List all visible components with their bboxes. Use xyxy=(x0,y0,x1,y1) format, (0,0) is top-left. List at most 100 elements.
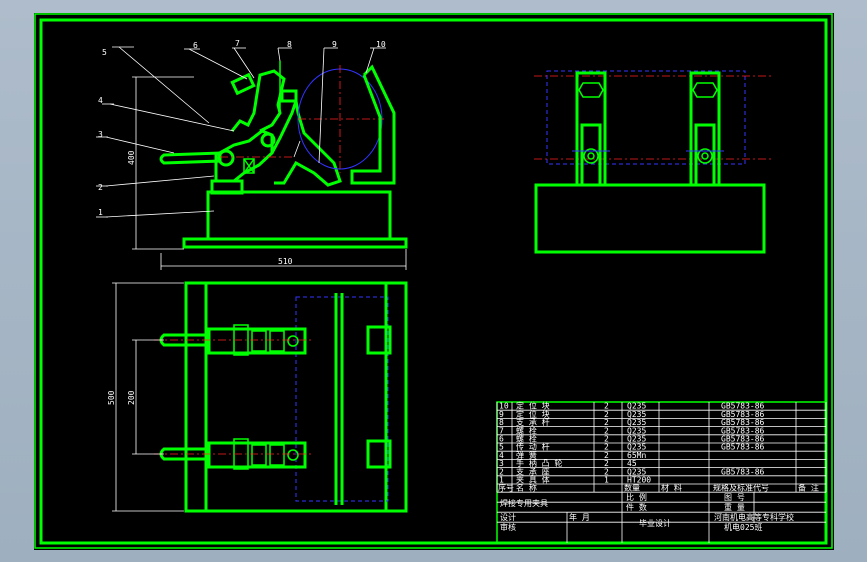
date-label: 年 月 xyxy=(569,512,590,522)
parts-row-qty: 2 xyxy=(604,435,609,444)
parts-row-material: Q235 xyxy=(627,402,646,411)
parts-row-material: 65Mn xyxy=(627,451,646,460)
side-left-bolt xyxy=(578,82,604,98)
parts-row-no: 5 xyxy=(499,443,504,452)
parts-row-material: 45 xyxy=(627,459,637,468)
class-label: 机电025班 xyxy=(724,522,762,532)
top-upper-handle xyxy=(159,333,211,347)
front-fixture-body xyxy=(206,190,392,241)
parts-header-qty: 数量 xyxy=(624,483,640,493)
parts-row-name: 螺 栓 xyxy=(516,425,537,435)
parts-row-name: 支 承 杆 xyxy=(516,417,550,427)
parts-row-material: Q235 xyxy=(627,435,646,444)
front-lever-pivot xyxy=(260,132,276,148)
project-label: 毕业设计 xyxy=(639,518,671,528)
parts-header-note: 备 注 xyxy=(798,483,819,493)
side-fixture-body xyxy=(534,183,766,254)
checker-label: 审核 xyxy=(500,522,516,532)
inner-border xyxy=(39,18,828,545)
parts-header-material: 材 料 xyxy=(661,483,682,493)
parts-row-material: Q235 xyxy=(627,418,646,427)
parts-row-material: Q235 xyxy=(627,467,646,476)
balloon-8: 8 xyxy=(287,40,292,49)
parts-row-material: Q235 xyxy=(627,443,646,452)
top-lower-handle xyxy=(159,447,211,461)
parts-row-no: 1 xyxy=(499,476,504,485)
dim-top-height: 500 xyxy=(107,390,116,405)
parts-row-no: 3 xyxy=(499,459,504,468)
parts-row-material: Q235 xyxy=(627,410,646,419)
parts-row-standard: GB5783-86 xyxy=(721,435,765,444)
parts-row-standard: GB5783-86 xyxy=(721,467,765,476)
balloon-7: 7 xyxy=(235,39,240,48)
balloon-4: 4 xyxy=(98,96,103,105)
front-view: 5 4 3 2 1 6 7 8 9 10 400 510 xyxy=(96,39,408,270)
parts-row-material: HT200 xyxy=(627,476,651,485)
weight-label: 重 量 xyxy=(724,502,745,512)
parts-row-qty: 1 xyxy=(604,476,609,485)
front-cam-pivot xyxy=(217,149,235,167)
side-right-bolt xyxy=(692,82,718,98)
parts-row-no: 10 xyxy=(499,402,509,411)
balloon-9: 9 xyxy=(332,40,337,49)
parts-row-no: 2 xyxy=(499,467,504,476)
front-cam-handle xyxy=(159,151,222,165)
parts-row-no: 6 xyxy=(499,435,504,444)
balloon-3: 3 xyxy=(98,130,103,139)
parts-row-qty: 2 xyxy=(604,451,609,460)
parts-row-no: 8 xyxy=(499,418,504,427)
parts-row-qty: 2 xyxy=(604,426,609,435)
parts-row-name: 定 位 块 xyxy=(516,401,550,411)
front-support-rod xyxy=(270,100,342,187)
parts-row-standard: GB5783-86 xyxy=(721,443,765,452)
parts-row-qty: 2 xyxy=(604,410,609,419)
cad-drawing: 5 4 3 2 1 6 7 8 9 10 400 510 xyxy=(34,13,833,549)
dim-top-spacing: 200 xyxy=(127,390,136,405)
parts-row-no: 7 xyxy=(499,426,504,435)
parts-row-qty: 2 xyxy=(604,459,609,468)
side-view xyxy=(534,70,774,254)
parts-row-name: 螺 栓 xyxy=(516,434,537,444)
balloon-1: 1 xyxy=(98,208,103,217)
top-upper-clamp xyxy=(207,327,307,355)
parts-header-standard: 规格及标准代号 xyxy=(713,483,769,493)
front-bolt-head xyxy=(230,72,256,96)
parts-row-no: 9 xyxy=(499,410,504,419)
side-workpiece-pipe xyxy=(546,70,746,165)
parts-row-name: 传 动 杆 xyxy=(516,442,550,452)
parts-row-standard: GB5783-86 xyxy=(721,410,765,419)
balloon-5: 5 xyxy=(102,48,107,57)
top-view: 500 200 xyxy=(107,281,408,513)
top-lower-clamp xyxy=(207,441,307,469)
parts-row-name: 定 位 块 xyxy=(516,409,550,419)
balloon-6: 6 xyxy=(193,41,198,50)
front-spring-box xyxy=(243,158,255,174)
parts-row-name: 夹 具 体 xyxy=(516,475,550,485)
parts-row-qty: 2 xyxy=(604,467,609,476)
parts-row-no: 4 xyxy=(499,451,504,460)
parts-row-qty: 2 xyxy=(604,418,609,427)
balloon-2: 2 xyxy=(98,183,103,192)
balloon-10: 10 xyxy=(376,40,386,49)
school-label: 河南机电高等专科学校 xyxy=(714,512,794,522)
designer-label: 设计 xyxy=(500,512,516,522)
count-label: 件 数 xyxy=(626,502,647,512)
dim-front-height: 400 xyxy=(127,150,136,165)
front-support-seat xyxy=(210,179,244,195)
outer-border xyxy=(34,13,833,549)
parts-row-qty: 2 xyxy=(604,443,609,452)
front-locating-block xyxy=(350,64,396,185)
parts-row-standard: GB5783-86 xyxy=(721,402,765,411)
parts-row-name: 手 柄 凸 轮 xyxy=(516,458,562,468)
parts-header-name: 名 称 xyxy=(516,483,537,493)
parts-row-name: 支 承 座 xyxy=(516,466,550,476)
parts-header-no: 序号 xyxy=(498,483,514,493)
scale-label: 比 例 xyxy=(626,492,647,502)
dim-front-width: 510 xyxy=(278,257,293,266)
drawing-canvas[interactable]: 5 4 3 2 1 6 7 8 9 10 400 510 xyxy=(34,13,834,550)
drawing-name: 焊接专用夹具 xyxy=(500,498,548,508)
front-clamp-arm xyxy=(230,69,286,133)
parts-row-material: Q235 xyxy=(627,426,646,435)
